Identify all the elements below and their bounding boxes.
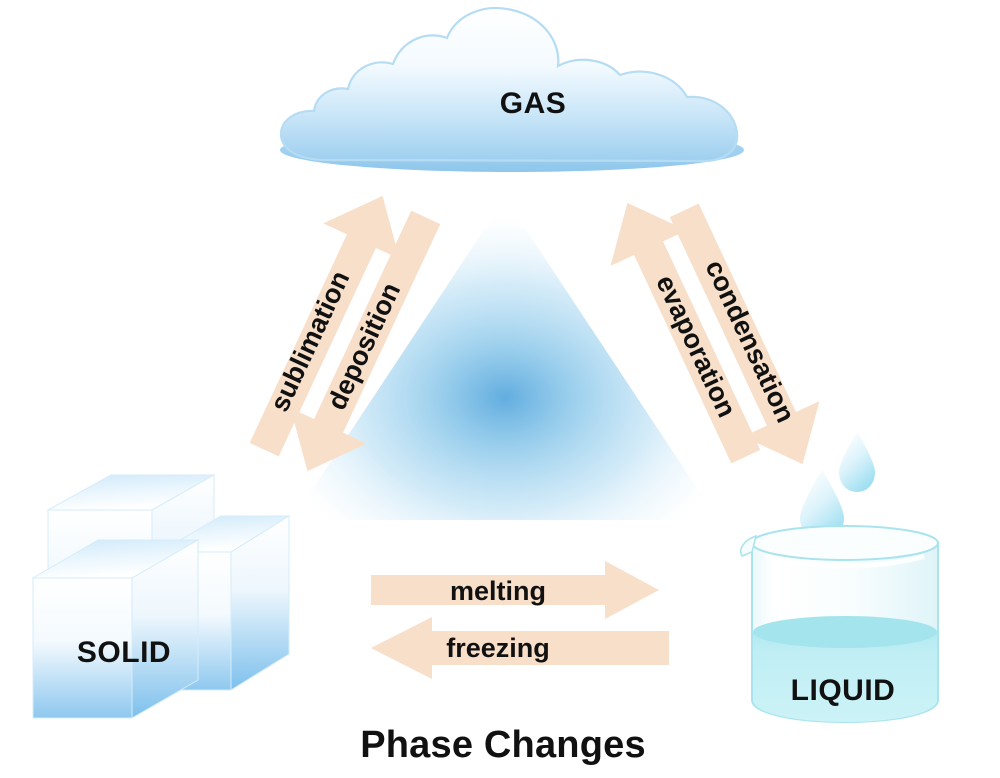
page-title: Phase Changes xyxy=(360,724,646,766)
gas-cloud-group: GAS xyxy=(279,6,744,172)
arrow-evaporation xyxy=(610,202,761,464)
arrow-freezing xyxy=(371,617,669,679)
ice-cube-front xyxy=(31,539,200,719)
solid-label: SOLID xyxy=(77,636,171,669)
water-droplet-small xyxy=(839,432,875,492)
arrow-deposition xyxy=(290,210,441,472)
gas-label: GAS xyxy=(500,87,567,120)
freezing-label: freezing xyxy=(446,633,550,663)
ice-cubes-icon: SOLID xyxy=(31,474,291,719)
arrow-condensation xyxy=(669,203,820,465)
liquid-label: LIQUID xyxy=(791,674,896,707)
melting-label: melting xyxy=(450,576,546,606)
water-droplet-large xyxy=(800,470,844,542)
cloud-icon xyxy=(279,6,744,172)
arrow-melting xyxy=(371,561,659,619)
beaker-icon: LIQUID xyxy=(740,432,939,724)
arrow-sublimation xyxy=(249,195,400,457)
center-triangle-glow xyxy=(292,198,718,520)
